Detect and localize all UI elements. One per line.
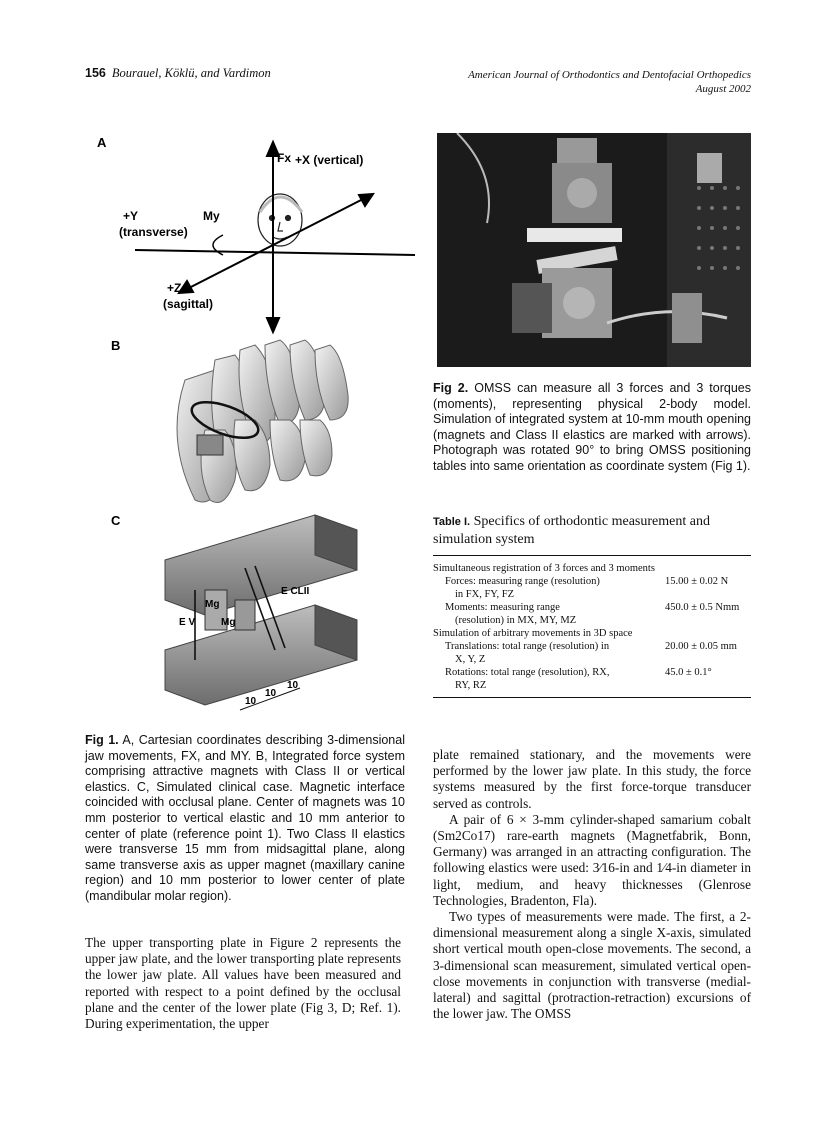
table-cell-label: X, Y, Z — [455, 654, 486, 665]
panel-b-letter: B — [111, 338, 120, 353]
table-cell-value — [665, 562, 751, 575]
table-cell-value: 15.00 ± 0.02 N — [665, 576, 729, 587]
transverse-label: (transverse) — [119, 225, 188, 239]
table-row: Translations: total range (resolution) i… — [433, 640, 751, 653]
figure-1-illustration: A Fx +X (vertical) +Y (transverse) My +Z — [97, 135, 416, 711]
figure-2-caption-label: Fig 2. — [433, 381, 469, 395]
table-cell-label: (resolution) in MX, MY, MZ — [455, 615, 577, 626]
z-label: +Z — [167, 281, 181, 295]
specs-table: Simultaneous registration of 3 forces an… — [433, 555, 751, 698]
table-row: Rotations: total range (resolution), RX,… — [433, 666, 751, 679]
panel-c-letter: C — [111, 513, 121, 528]
dimension-label-2: 10 — [265, 688, 277, 699]
figure-1: A Fx +X (vertical) +Y (transverse) My +Z — [95, 120, 425, 720]
table-row: (resolution) in MX, MY, MZ — [433, 614, 751, 627]
fx-label: Fx — [277, 151, 291, 165]
page-header-left: 156 Bourauel, Köklü, and Vardimon — [85, 66, 271, 81]
table-cell-label: Moments: measuring range — [445, 602, 560, 613]
body-text-right-column: plate remained stationary, and the movem… — [433, 747, 751, 1022]
magnet-upper-label: Mg — [205, 599, 219, 610]
magnet-lower-label: Mg — [221, 617, 235, 628]
table-cell-value — [665, 679, 751, 692]
dimension-label-3: 10 — [287, 680, 299, 691]
figure-1-caption-text: A, Cartesian coordinates describing 3-di… — [85, 733, 405, 903]
table-cell-label: Simultaneous registration of 3 forces an… — [433, 563, 655, 574]
table-row: X, Y, Z — [433, 653, 751, 666]
table-row: Simulation of arbitrary movements in 3D … — [433, 627, 751, 640]
table-cell-value: 20.00 ± 0.05 mm — [665, 641, 737, 652]
table-row: Simultaneous registration of 3 forces an… — [433, 562, 751, 575]
page-header-right: American Journal of Orthodontics and Den… — [468, 68, 751, 96]
table-cell-label: Rotations: total range (resolution), RX, — [445, 667, 610, 678]
paragraph: plate remained stationary, and the movem… — [433, 747, 751, 811]
omss-photo-illustration — [437, 132, 751, 367]
table-cell-label: RY, RZ — [455, 680, 487, 691]
journal-name: American Journal of Orthodontics and Den… — [468, 69, 751, 81]
figure-2-photo — [437, 132, 751, 367]
panel-a-letter: A — [97, 135, 107, 150]
elastic-cl2-label: E CLII — [281, 586, 310, 597]
table-cell-label: Translations: total range (resolution) i… — [445, 641, 610, 652]
running-authors: Bourauel, Köklü, and Vardimon — [111, 66, 271, 80]
issue-date: August 2002 — [695, 83, 751, 95]
table-cell-value — [665, 653, 751, 666]
coordinate-axes — [134, 139, 416, 335]
figure-2-caption: Fig 2. OMSS can measure all 3 forces and… — [433, 381, 751, 475]
elastic-v-label: E V — [179, 617, 195, 628]
magnet-shape — [196, 434, 224, 456]
table-cell-label: Forces: measuring range (resolution) — [445, 576, 600, 587]
table-cell-value: 45.0 ± 0.1° — [665, 667, 712, 678]
paragraph: A pair of 6 × 3-mm cylinder-shaped samar… — [433, 811, 751, 908]
table-row: Forces: measuring range (resolution) 15.… — [433, 575, 751, 588]
table-title-text: Specifics of orthodontic measurement and… — [433, 514, 710, 547]
table-cell-value — [665, 614, 751, 627]
dimension-label-1: 10 — [245, 696, 257, 707]
table-cell-label: Simulation of arbitrary movements in 3D … — [433, 628, 633, 639]
table-cell-label: in FX, FY, FZ — [455, 589, 515, 600]
sagittal-label: (sagittal) — [163, 297, 213, 311]
x-vertical-label: +X (vertical) — [295, 153, 363, 167]
face-sketch — [257, 193, 304, 247]
table-label: Table I. — [433, 516, 471, 528]
paragraph: The upper transporting plate in Figure 2… — [85, 935, 401, 1032]
teeth-model — [176, 339, 349, 503]
my-label: My — [203, 209, 220, 223]
y-label: +Y — [123, 209, 138, 223]
table-cell-value: 450.0 ± 0.5 Nmm — [665, 602, 740, 613]
table-row: in FX, FY, FZ — [433, 588, 751, 601]
table-cell-value — [665, 627, 751, 640]
jaw-plates-model — [164, 514, 358, 711]
elastic-band-shape — [190, 400, 260, 440]
figure-2-caption-text: OMSS can measure all 3 forces and 3 torq… — [433, 381, 751, 473]
table-title: Table I. Specifics of orthodontic measur… — [433, 513, 751, 548]
figure-1-caption-label: Fig 1. — [85, 733, 119, 747]
page-number: 156 — [85, 66, 106, 80]
table-cell-value — [665, 588, 751, 601]
paragraph: Two types of measurements were made. The… — [433, 909, 751, 1022]
table-row: Moments: measuring range 450.0 ± 0.5 Nmm — [433, 601, 751, 614]
body-text-left-column: The upper transporting plate in Figure 2… — [85, 935, 401, 1032]
table-row: RY, RZ — [433, 679, 751, 692]
moment-arc-icon — [212, 234, 224, 256]
figure-1-caption: Fig 1. A, Cartesian coordinates describi… — [85, 733, 405, 905]
